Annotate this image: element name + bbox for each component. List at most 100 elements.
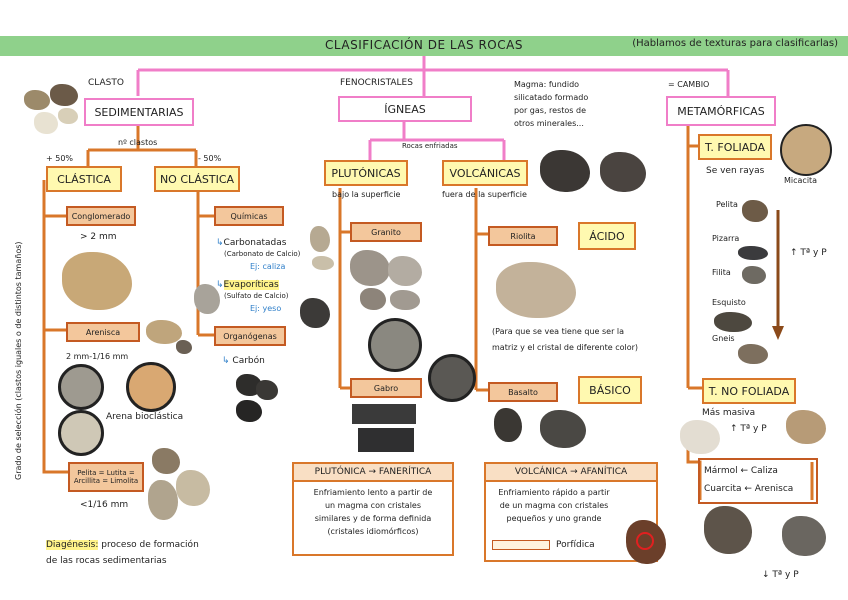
arena-magnified-image (126, 362, 176, 412)
rocas-enfriadas-label: Rocas enfriadas (402, 142, 458, 150)
carbonatadas-ej: Ej: caliza (250, 262, 286, 271)
evaporiticas-ej: Ej: yeso (250, 304, 282, 313)
granito-image (390, 290, 420, 310)
diagenesis-line1: Diagénesis: proceso de formación (46, 540, 199, 550)
faneritica-title: PLUTÓNICA → FANERÍTICA (294, 464, 452, 482)
foliada-item-pelita: Pelita (716, 200, 738, 209)
pelita-image (148, 480, 178, 520)
carbonatadas-sub: (Carbonato de Calcio) (224, 250, 301, 258)
pelita-image (176, 470, 210, 506)
basalto-box: Basalto (488, 382, 558, 402)
evaporiticas-sub: (Sulfato de Calcio) (224, 292, 289, 300)
esquisto-image (714, 312, 752, 332)
micacita-image (780, 124, 832, 176)
gabro-magnified-image (428, 354, 476, 402)
mas-50-label: + 50% (46, 154, 74, 163)
rock-image (50, 84, 78, 106)
no-clastica-box: NO CLÁSTICA (154, 166, 240, 192)
basalto-image (540, 410, 586, 448)
rock-image (58, 108, 78, 124)
carbon-image (236, 374, 262, 396)
pelita-image (742, 200, 768, 222)
rock-image (24, 90, 50, 110)
cristal-marker-icon (636, 532, 654, 550)
gneis-image (738, 344, 768, 364)
igneas-box: ÍGNEAS (338, 96, 472, 122)
acido-box: ÁCIDO (578, 222, 636, 250)
arenisca-image (146, 320, 182, 344)
filita-image (742, 266, 766, 284)
foliada-item-filita: Filita (712, 268, 731, 277)
granito-image (388, 256, 422, 286)
arena-magnified-image (58, 364, 104, 410)
magma-note: Magma: fundido silicatado formado por ga… (514, 80, 589, 128)
no-foliada-tp-down: ↓ Tª y P (762, 570, 799, 580)
marmol-image (680, 420, 720, 454)
foliada-box: T. FOLIADA (698, 134, 772, 160)
clastica-box: CLÁSTICA (46, 166, 122, 192)
pelita-size: <1/16 mm (80, 500, 129, 510)
micacita-label: Micacita (784, 176, 818, 185)
granito-box: Granito (350, 222, 422, 242)
plutonicas-sub: bajo la superficie (332, 190, 401, 199)
carbonatadas-label: ↳Carbonatadas (216, 238, 287, 248)
arenisca-box: Arenisca (66, 322, 140, 342)
conglomerado-image (62, 252, 132, 310)
basalto-image (494, 408, 522, 442)
clasto-label: CLASTO (88, 78, 124, 88)
no-foliada-box: T. NO FOLIADA (702, 378, 796, 404)
seleccion-vertical-label: Grado de selección (clastos iguales o de… (14, 241, 23, 480)
roca-image (300, 298, 330, 328)
no-foliada-tp-up: ↑ Tª y P (730, 424, 767, 434)
faneritica-box: PLUTÓNICA → FANERÍTICA Enfriamiento lent… (292, 462, 454, 556)
granito-image (350, 250, 390, 286)
gabro-image (358, 428, 414, 452)
caliza-image (786, 410, 826, 444)
arena-magnified-image (58, 410, 104, 456)
granito-image (360, 288, 386, 310)
pizarra-image (738, 246, 768, 260)
volcanica-image (540, 150, 590, 192)
volcanicas-box: VOLCÁNICAS (442, 160, 528, 186)
quimicas-box: Químicas (214, 206, 284, 226)
afanitica-title: VOLCÁNICA → AFANÍTICA (486, 464, 656, 482)
caliza-image (310, 226, 330, 252)
cuarcita-label: Cuarcita ← Arenisca (704, 484, 794, 494)
riolita-image (496, 262, 576, 318)
foliada-tp-label: ↑ Tª y P (790, 248, 827, 258)
conglomerado-size: > 2 mm (80, 232, 117, 242)
pelita-image (152, 448, 180, 474)
arena-bioclastica-label: Arena bioclástica (106, 412, 184, 422)
yeso-image (194, 284, 220, 314)
caliza-image (312, 256, 334, 270)
riolita-box: Riolita (488, 226, 558, 246)
foliada-item-esquisto: Esquisto (712, 298, 746, 307)
fenocristales-label: FENOCRISTALES (340, 78, 413, 88)
equivalencias-box (698, 458, 818, 504)
porfidica-label: Porfídica (556, 540, 595, 550)
header-note: (Hablamos de texturas para clasificarlas… (632, 38, 838, 49)
gabro-image (352, 404, 416, 424)
cambio-label: = CAMBIO (668, 80, 710, 89)
n-clastos-label: nº clastos (118, 138, 158, 147)
basico-box: BÁSICO (578, 376, 642, 404)
arenisca-image (176, 340, 192, 354)
no-foliada-sub: Más masiva (702, 408, 756, 418)
volcanicas-sub: fuera de la superficie (442, 190, 527, 199)
evaporiticas-label: ↳Evaporíticas (216, 280, 279, 290)
carbon-image (236, 400, 262, 422)
cuarcita-image (704, 506, 752, 554)
plutonicas-box: PLUTÓNICAS (324, 160, 408, 186)
page-title: CLASIFICACIÓN DE LAS ROCAS (325, 38, 523, 52)
granito-magnified-image (368, 318, 422, 372)
diagenesis-line2: de las rocas sedimentarias (46, 556, 167, 566)
arenisca-size: 2 mm-1/16 mm (66, 352, 129, 361)
metamorficas-box: METAMÓRFICAS (666, 96, 776, 126)
header-bar (0, 36, 848, 56)
carbon-image (256, 380, 278, 400)
foliada-item-gneis: Gneis (712, 334, 735, 343)
pelita-box: Pelita = Lutita = Arcillita = Limolita (68, 462, 144, 492)
rock-image (34, 112, 58, 134)
porfidica-icon (492, 540, 550, 550)
